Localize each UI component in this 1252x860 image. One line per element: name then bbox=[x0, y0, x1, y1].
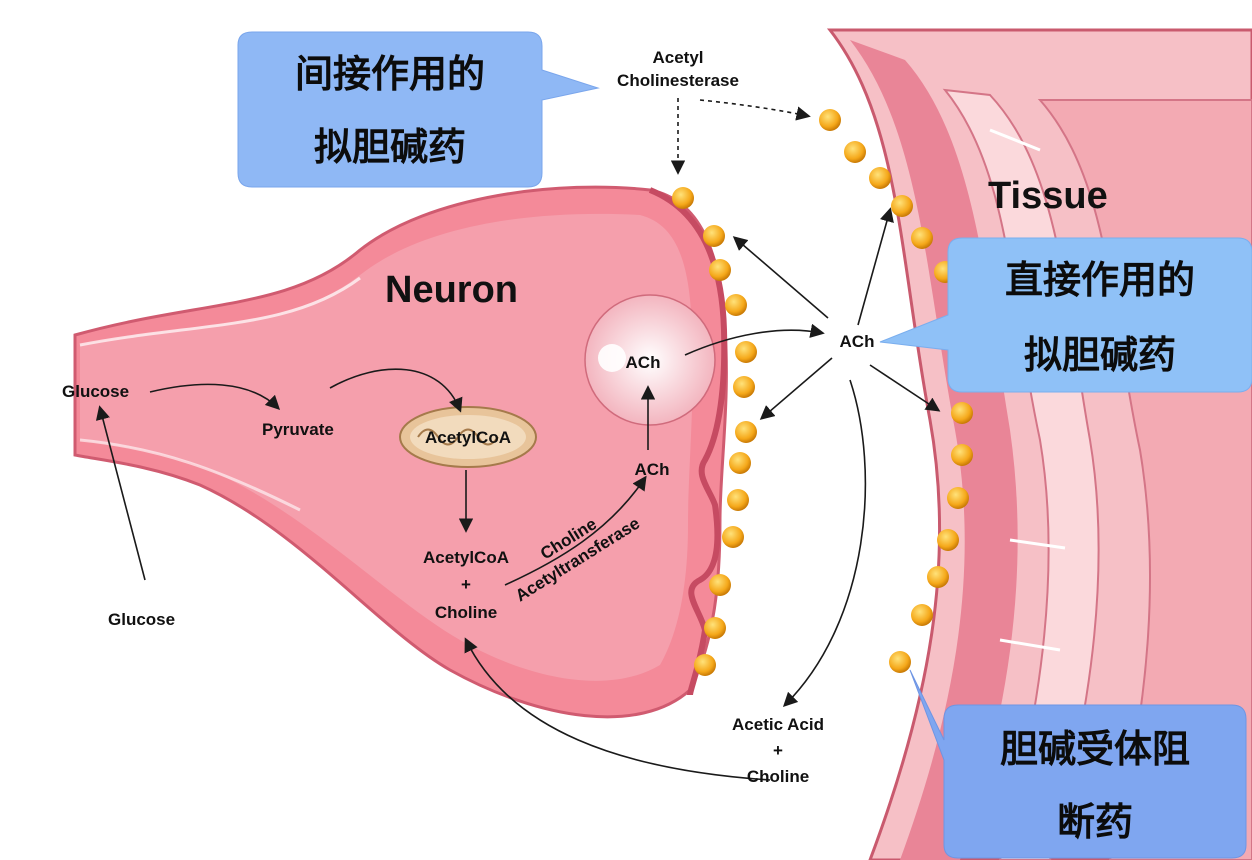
label-plus: + bbox=[461, 575, 471, 594]
label-plus-2: + bbox=[773, 741, 783, 760]
label-acetylcoa-mito: AcetylCoA bbox=[425, 428, 511, 447]
neuron-inner-light bbox=[80, 213, 693, 681]
postsynaptic-receptors bbox=[819, 109, 973, 673]
label-acetylcoa: AcetylCoA bbox=[423, 548, 509, 567]
label-choline-out: Choline bbox=[747, 767, 809, 786]
label-ach-cleft: ACh bbox=[840, 332, 875, 351]
callout-blocker-line2: 断药 bbox=[1057, 800, 1133, 844]
callout-indirect: 间接作用的 拟胆碱药 bbox=[237, 31, 600, 188]
callout-blocker: 胆碱受体阻 断药 bbox=[909, 669, 1247, 859]
label-tissue: Tissue bbox=[988, 175, 1108, 217]
label-ach-cytosol: ACh bbox=[635, 460, 670, 479]
label-glucose-out: Glucose bbox=[108, 610, 175, 629]
callout-direct-line1: 直接作用的 bbox=[1005, 258, 1195, 302]
callout-indirect-line1: 间接作用的 bbox=[295, 52, 485, 96]
label-neuron: Neuron bbox=[385, 269, 518, 311]
mitochondria bbox=[399, 406, 537, 468]
callout-direct: 直接作用的 拟胆碱药 bbox=[879, 237, 1252, 393]
pathway-arrows bbox=[95, 98, 941, 781]
label-ach-vesicle: ACh bbox=[626, 353, 661, 372]
neuron bbox=[73, 185, 728, 719]
label-pyruvate: Pyruvate bbox=[262, 420, 334, 439]
callout-indirect-line2: 拟胆碱药 bbox=[314, 125, 466, 169]
label-cholinesterase: Cholinesterase bbox=[617, 71, 739, 90]
callout-direct-line2: 拟胆碱药 bbox=[1024, 333, 1176, 377]
label-acetyl: Acetyl bbox=[652, 48, 703, 67]
label-choline: Choline bbox=[435, 603, 497, 622]
ach-vesicle bbox=[584, 294, 716, 426]
callout-blocker-line1: 胆碱受体阻 bbox=[1000, 727, 1190, 771]
label-acetic-acid: Acetic Acid bbox=[732, 715, 824, 734]
presynaptic-dots bbox=[672, 187, 757, 676]
label-glucose-in: Glucose bbox=[62, 382, 129, 401]
